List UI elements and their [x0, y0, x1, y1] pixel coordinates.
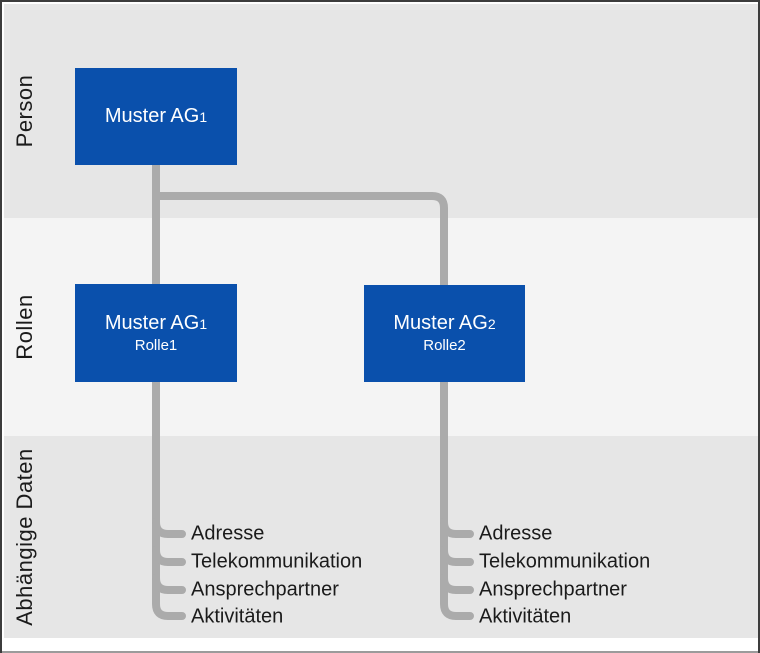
- node-muster-ag2-rolle2-title: Muster AG2: [393, 312, 496, 335]
- node-muster-ag1-rolle1: Muster AG1 Rolle1: [75, 284, 237, 382]
- bottom-border-strip: [2, 651, 758, 653]
- node-muster-ag1-rolle1-subtitle: Rolle1: [134, 336, 178, 354]
- node-muster-ag1: Muster AG1: [75, 68, 237, 165]
- dependent-item-aktivitaeten-left: Aktivitäten: [191, 605, 284, 628]
- dependent-item-ansprechpartner-left: Ansprechpartner: [191, 578, 339, 601]
- dependent-item-aktivitaeten-right: Aktivitäten: [479, 605, 572, 628]
- dependent-item-telekommunikation-left: Telekommunikation: [191, 550, 363, 573]
- dependent-item-telekommunikation-right: Telekommunikation: [479, 550, 651, 573]
- node-muster-ag1-title: Muster AG1: [104, 105, 208, 127]
- subscript: 1: [199, 315, 208, 332]
- band-dependent-data-label: Abhängige Daten: [12, 448, 37, 626]
- dependent-item-ansprechpartner-right: Ansprechpartner: [479, 578, 627, 601]
- band-person-label: Person: [12, 74, 37, 148]
- dependent-item-adresse-left: Adresse: [191, 522, 265, 545]
- subscript: 1: [199, 109, 208, 125]
- subscript: 2: [487, 316, 496, 333]
- node-muster-ag1-rolle1-title: Muster AG1: [104, 311, 208, 334]
- node-muster-ag2-rolle2: Muster AG2 Rolle2: [364, 285, 525, 382]
- band-rollen-label: Rollen: [12, 294, 37, 360]
- dependent-item-adresse-right: Adresse: [479, 522, 553, 545]
- band-dependent-data: Abhängige Daten: [4, 436, 758, 638]
- node-muster-ag2-rolle2-subtitle: Rolle2: [423, 337, 466, 355]
